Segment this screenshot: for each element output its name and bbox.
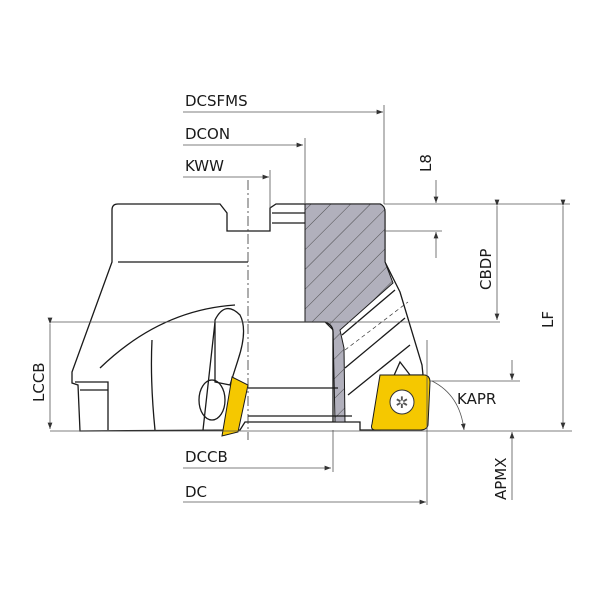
label-lccb: LCCB: [30, 362, 48, 402]
svg-text:✲: ✲: [395, 393, 408, 412]
label-l8: L8: [417, 154, 435, 172]
label-dccb: DCCB: [185, 448, 228, 466]
label-kapr: KAPR: [457, 390, 496, 408]
label-dcon: DCON: [185, 125, 230, 143]
clamp: [214, 308, 245, 386]
label-lf: LF: [539, 311, 557, 328]
screw-head: [198, 379, 226, 421]
insert-left: [221, 376, 249, 437]
torx-screw-icon: [389, 389, 415, 415]
label-kww: KWW: [185, 157, 224, 175]
dimension-lines: [47, 105, 572, 505]
label-cbdp: CBDP: [477, 249, 495, 290]
section-hatch: [304, 203, 394, 423]
label-dcsfms: DCSFMS: [185, 92, 248, 110]
label-apmx: APMX: [492, 457, 510, 500]
label-dc: DC: [185, 483, 207, 501]
